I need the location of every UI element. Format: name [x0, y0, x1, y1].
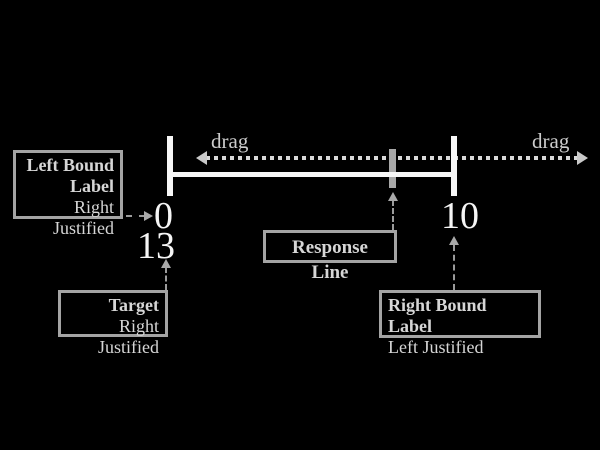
drag-label-left: drag — [211, 129, 249, 153]
left-bound-marker[interactable] — [167, 136, 173, 196]
drag-arrow-right-icon — [577, 151, 588, 165]
response-line-marker[interactable] — [389, 149, 396, 188]
response-line-connector-line — [392, 200, 394, 230]
right-bound-callout-subtitle: Left Justified — [388, 337, 484, 357]
response-line-callout: Response Line — [263, 230, 397, 283]
left-bound-callout-title-line1: Left Bound — [26, 155, 114, 175]
left-bound-value: 0 — [154, 195, 173, 237]
target-connector-arrow-icon — [161, 259, 171, 268]
left-bound-callout-subtitle: Right Justified — [53, 197, 114, 238]
target-callout-subtitle: Right Justified — [98, 316, 159, 357]
number-line-track — [170, 172, 457, 177]
response-line-callout-title: Response Line — [291, 237, 368, 283]
target-callout: Target Right Justified — [58, 290, 168, 357]
target-callout-title: Target — [108, 295, 159, 315]
left-bound-callout-title-line2: Label — [69, 176, 114, 196]
right-bound-value: 10 — [441, 195, 479, 237]
right-bound-marker[interactable] — [451, 136, 457, 196]
left-bound-connector-arrow-icon — [144, 211, 153, 221]
left-bound-callout: Left Bound Label Right Justified — [13, 150, 123, 238]
left-bound-connector-line — [126, 215, 145, 217]
right-bound-callout: Right Bound Label Left Justified — [379, 290, 541, 357]
target-connector-line — [165, 267, 167, 290]
right-bound-connector-arrow-icon — [449, 236, 459, 245]
drag-label-right: drag — [532, 129, 570, 153]
right-bound-callout-title: Right Bound Label — [388, 295, 487, 336]
right-bound-connector-line — [453, 245, 455, 290]
response-line-connector-arrow-icon — [388, 192, 398, 201]
drag-arrow-left-icon — [196, 151, 207, 165]
target-value: 13 — [137, 225, 175, 267]
